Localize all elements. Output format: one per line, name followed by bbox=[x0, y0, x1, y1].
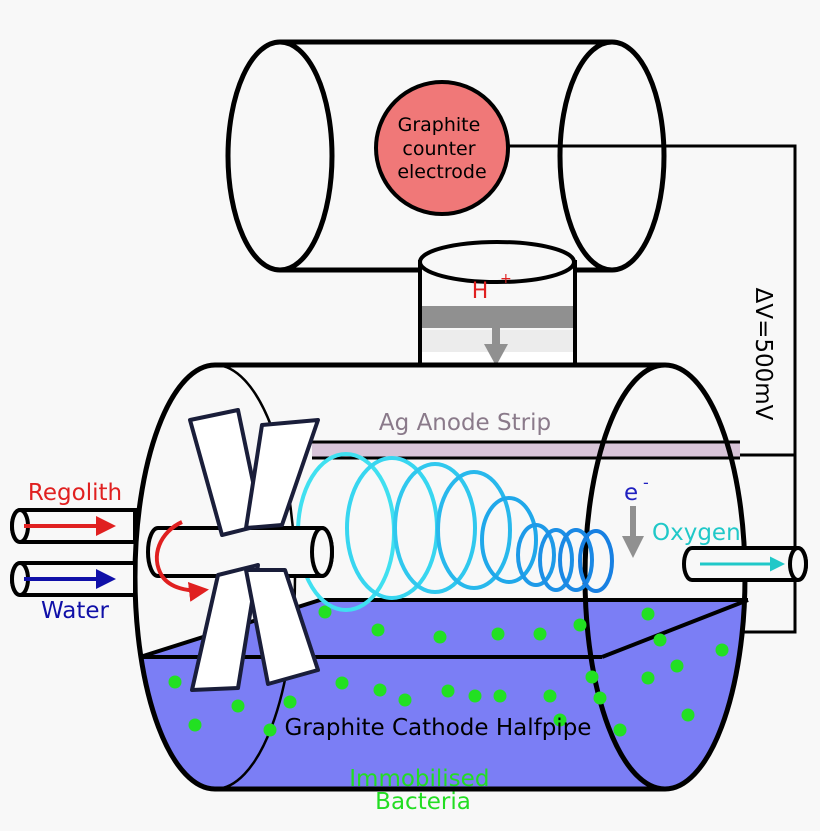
bacterium-dot bbox=[398, 693, 412, 707]
regolith-label: Regolith bbox=[28, 480, 122, 506]
bacterium-dot bbox=[641, 671, 655, 685]
bacterium-dot bbox=[188, 718, 202, 732]
electron-label: e bbox=[624, 480, 638, 506]
bacterium-dot bbox=[613, 723, 627, 737]
water-inlet-pipe bbox=[10, 561, 137, 597]
bacterium-dot bbox=[468, 689, 482, 703]
impeller-shaft bbox=[146, 526, 334, 578]
bacterium-dot bbox=[441, 684, 455, 698]
bacterium-dot bbox=[653, 633, 667, 647]
anode-strip-label: Ag Anode Strip bbox=[379, 410, 551, 436]
circuit-wire bbox=[505, 144, 797, 634]
bacterium-dot bbox=[491, 627, 505, 641]
bacterium-dot bbox=[715, 643, 729, 657]
coil-loop bbox=[393, 462, 477, 594]
bacterium-dot bbox=[168, 675, 182, 689]
bacterium-dot bbox=[371, 623, 385, 637]
coil bbox=[296, 452, 614, 612]
anode-strip bbox=[312, 440, 740, 460]
oxygen-label: Oxygen bbox=[652, 520, 741, 546]
bacterium-dot bbox=[670, 659, 684, 673]
bacterium-dot bbox=[493, 689, 507, 703]
bacterium-dot bbox=[318, 605, 332, 619]
counter-electrode-label-3: electrode bbox=[397, 161, 486, 183]
proton-membrane bbox=[421, 306, 574, 328]
salt-bridge: H + bbox=[418, 240, 577, 395]
bacterium-dot bbox=[681, 708, 695, 722]
bacterium-dot bbox=[641, 607, 655, 621]
bacteria-label-1: Immobilised bbox=[349, 766, 489, 792]
coil-loop bbox=[436, 470, 512, 590]
propeller-icon bbox=[188, 408, 320, 692]
cathode-label: Graphite Cathode Halfpipe bbox=[285, 715, 592, 741]
bacterium-dot bbox=[433, 630, 447, 644]
electron-charge-label: - bbox=[643, 473, 649, 492]
oxygen-outlet-pipe bbox=[682, 546, 808, 582]
bacteria-label-2: Bacteria bbox=[375, 789, 471, 815]
coil-loop bbox=[516, 523, 556, 587]
svg-text:Graphite counter e: Graphite counter electrode bbox=[397, 114, 486, 183]
coil-loop bbox=[558, 528, 594, 592]
bacterium-dot bbox=[373, 683, 387, 697]
arrow-down-icon bbox=[622, 506, 644, 558]
coil-loop bbox=[538, 528, 574, 592]
bacterium-dot bbox=[283, 695, 297, 709]
bacteria-dots bbox=[168, 605, 729, 737]
svg-text:Immobilised Bacteria: Immobilised Bacteria bbox=[349, 766, 496, 815]
svg-text:H: H bbox=[472, 279, 489, 304]
counter-electrode: Graphite counter electrode bbox=[374, 80, 510, 216]
bacterium-dot bbox=[263, 723, 277, 737]
counter-electrode-label-2: counter bbox=[402, 138, 475, 160]
coil-loop bbox=[578, 529, 614, 593]
bacterium-dot bbox=[593, 691, 607, 705]
svg-text:+: + bbox=[500, 271, 512, 287]
bacterium-dot bbox=[533, 627, 547, 641]
curved-arrow-icon bbox=[154, 520, 209, 602]
voltage-label: ΔV=500mV bbox=[750, 288, 776, 421]
bacterium-dot bbox=[553, 713, 567, 727]
regolith-inlet-pipe bbox=[10, 508, 137, 544]
bacterium-dot bbox=[335, 676, 349, 690]
proton-charge-label: + bbox=[500, 271, 512, 287]
coil-loop bbox=[480, 496, 538, 584]
water-label: Water bbox=[41, 598, 110, 624]
bacterium-dot bbox=[573, 618, 587, 632]
bacterium-dot bbox=[543, 689, 557, 703]
counter-electrode-label-1: Graphite bbox=[398, 114, 481, 136]
bacterium-dot bbox=[585, 670, 599, 684]
bacterium-dot bbox=[231, 699, 245, 713]
proton-label: H bbox=[472, 279, 489, 304]
arrow-down-icon bbox=[484, 328, 508, 366]
